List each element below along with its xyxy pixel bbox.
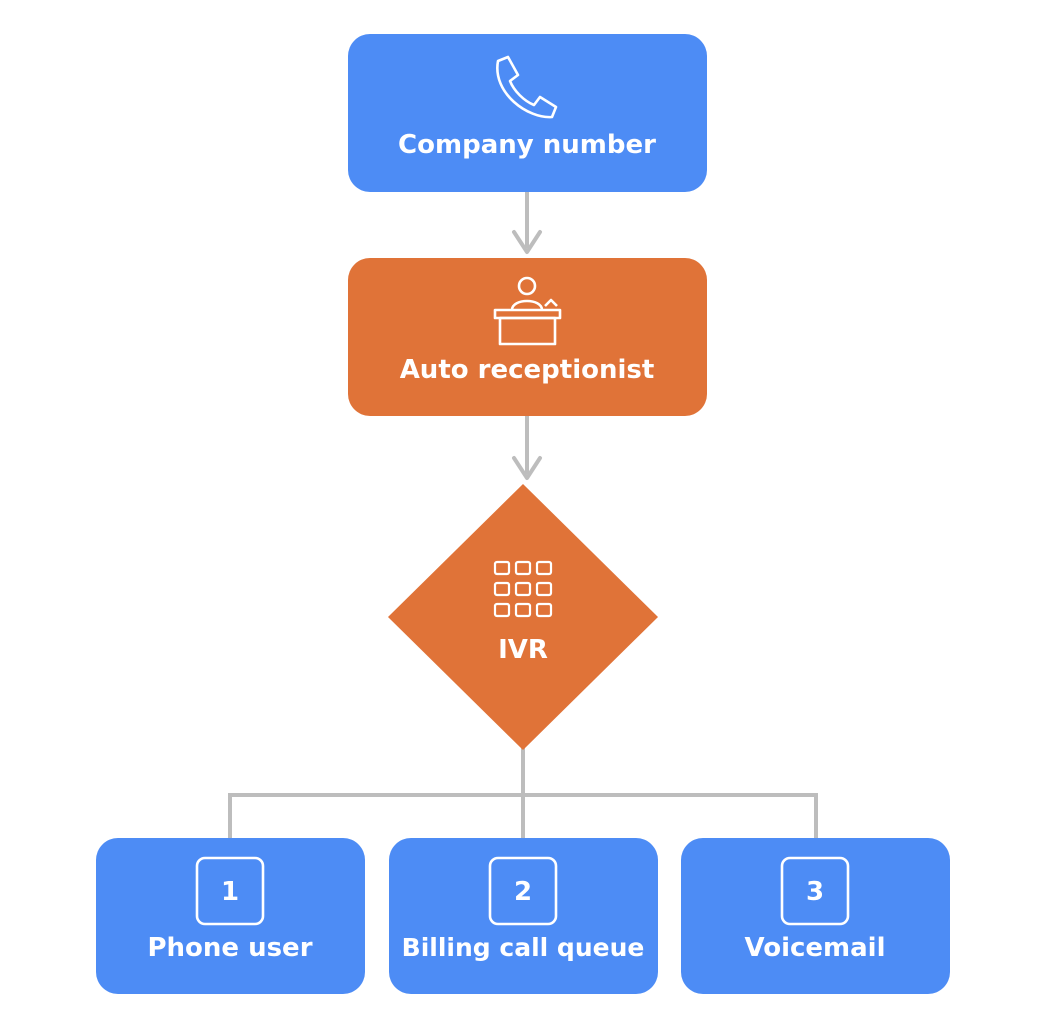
node-company-number[interactable]: Company number: [348, 34, 707, 192]
billing-call-queue-number-badge: [488, 856, 558, 926]
phone-icon: [496, 55, 558, 119]
auto-receptionist-label: Auto receptionist: [400, 355, 655, 385]
billing-call-queue-box: [389, 838, 658, 994]
node-ivr[interactable]: IVR: [388, 484, 658, 750]
company-number-label: Company number: [398, 130, 656, 160]
arrowhead-receptionist: [512, 230, 542, 254]
node-phone-user[interactable]: 1 Phone user: [96, 838, 365, 994]
node-billing-call-queue[interactable]: 2 Billing call queue: [389, 838, 658, 994]
phone-user-number: 1: [221, 877, 239, 907]
voicemail-label: Voicemail: [745, 933, 886, 963]
phone-user-label: Phone user: [147, 933, 312, 963]
arrowhead-ivr: [512, 456, 542, 480]
company-number-box: [348, 34, 707, 192]
phone-user-number-badge: [195, 856, 265, 926]
receptionist-desk-icon: [493, 276, 562, 346]
ivr-label: IVR: [498, 635, 548, 665]
connectors: [228, 190, 818, 840]
node-auto-receptionist[interactable]: Auto receptionist: [348, 258, 707, 416]
auto-receptionist-box: [348, 258, 707, 416]
keypad-icon: [493, 560, 553, 618]
voicemail-number-badge: [780, 856, 850, 926]
node-voicemail[interactable]: 3 Voicemail: [681, 838, 950, 994]
billing-call-queue-label: Billing call queue: [402, 933, 645, 962]
billing-call-queue-number: 2: [514, 877, 532, 907]
voicemail-box: [681, 838, 950, 994]
phone-user-box: [96, 838, 365, 994]
voicemail-number: 3: [806, 877, 824, 907]
